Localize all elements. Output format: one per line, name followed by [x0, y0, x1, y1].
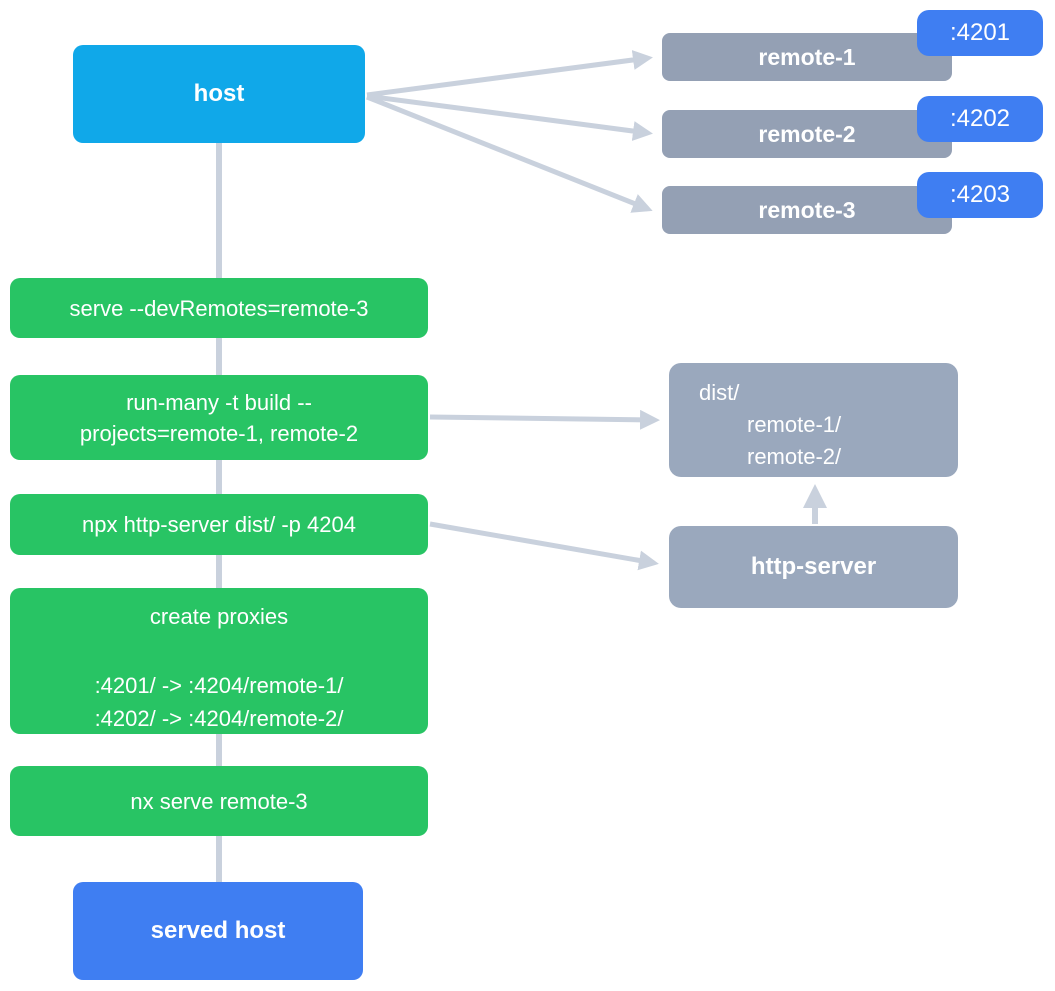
- dist-root-label: dist/: [699, 380, 740, 405]
- http-server-node: http-server: [669, 526, 958, 608]
- port-badge-4203-label: :4203: [949, 181, 1011, 208]
- port-badge-4201: :4201: [917, 10, 1043, 56]
- port-badge-4203: :4203: [917, 172, 1043, 218]
- command-npx-http-server-text: npx http-server dist/ -p 4204: [82, 512, 356, 537]
- dist-child-remote-1: remote-1/: [747, 412, 842, 437]
- proxy-rule-2: :4202/ -> :4204/remote-2/: [94, 706, 344, 731]
- dist-child-remote-2: remote-2/: [747, 444, 842, 469]
- served-host-label: served host: [150, 917, 286, 944]
- arrow-host-to-remote-3: [366, 94, 653, 213]
- command-serve-devremotes-text: serve --devRemotes=remote-3: [69, 295, 369, 321]
- port-badge-4201-label: :4201: [949, 19, 1011, 46]
- proxy-rules: :4201/ -> :4204/remote-1/ :4202/ -> :420…: [95, 669, 344, 735]
- command-run-many-build: run-many -t build -- projects=remote-1, …: [10, 375, 428, 460]
- port-badge-4202-label: :4202: [949, 105, 1011, 132]
- remote-2-label: remote-2: [758, 120, 856, 147]
- command-nx-serve-remote-3: nx serve remote-3: [10, 766, 428, 836]
- command-serve-devremotes: serve --devRemotes=remote-3: [10, 278, 428, 338]
- host-label: host: [193, 80, 245, 107]
- served-host-node: served host: [73, 882, 363, 980]
- remote-1-node: remote-1: [662, 33, 952, 81]
- proxy-rule-1: :4201/ -> :4204/remote-1/: [94, 673, 344, 698]
- http-server-label: http-server: [750, 553, 877, 580]
- remote-3-label: remote-3: [758, 196, 856, 223]
- host-node: host: [73, 45, 365, 143]
- remote-2-node: remote-2: [662, 110, 952, 158]
- remote-1-label: remote-1: [758, 43, 856, 70]
- arrow-host-to-remote-1: [366, 50, 653, 98]
- remote-3-node: remote-3: [662, 186, 952, 234]
- command-create-proxies: create proxies :4201/ -> :4204/remote-1/…: [10, 588, 428, 734]
- command-run-many-build-line-2: projects=remote-1, remote-2: [79, 420, 359, 446]
- command-create-proxies-title: create proxies: [149, 604, 289, 629]
- arrow-npx-to-http-server: [429, 521, 659, 571]
- arrow-build-to-dist: [429, 409, 660, 430]
- command-run-many-build-line-1: run-many -t build --: [126, 389, 312, 415]
- dist-folder-node: dist/ remote-1/ remote-2/: [669, 363, 958, 477]
- port-badge-4202: :4202: [917, 96, 1043, 142]
- arrow-host-to-remote-2: [366, 93, 653, 141]
- command-npx-http-server: npx http-server dist/ -p 4204: [10, 494, 428, 555]
- command-nx-serve-remote-3-text: nx serve remote-3: [130, 788, 308, 814]
